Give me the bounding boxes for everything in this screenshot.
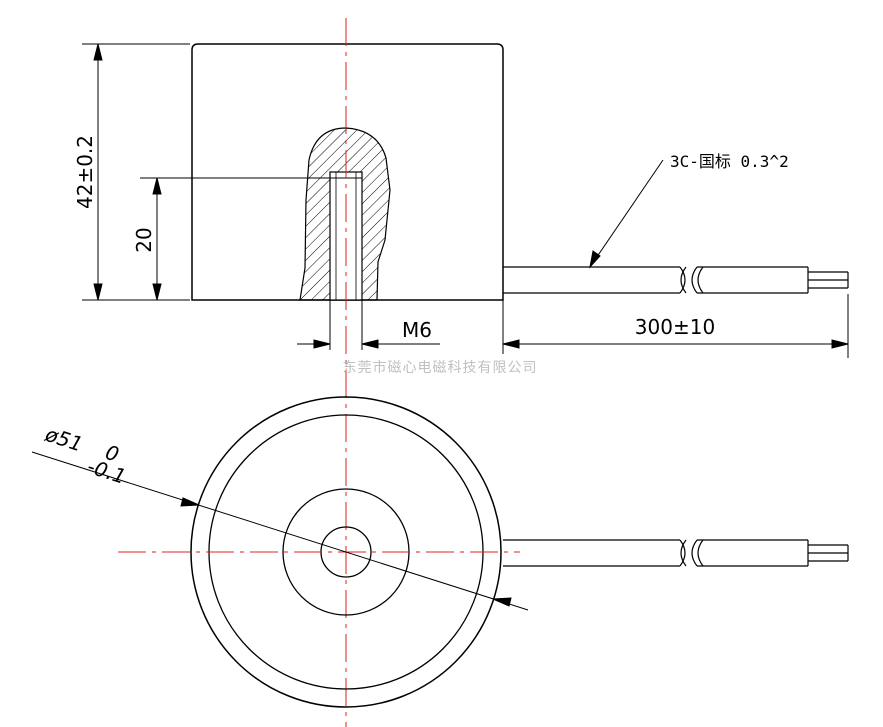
- lead-length-label: 300±10: [635, 315, 715, 339]
- depth-dimension: [140, 177, 330, 301]
- height-label: 42±0.2: [73, 135, 97, 209]
- magnet-body-outline: [191, 43, 504, 301]
- threaded-hole: [329, 171, 363, 301]
- thread-label: M6: [402, 318, 432, 342]
- diameter-leader: [31, 451, 529, 611]
- depth-label: 20: [132, 227, 156, 252]
- height-dimension: [82, 43, 190, 301]
- diameter-label: ø51: [42, 422, 86, 457]
- wire-label: 3C-国标 0.3^2: [670, 152, 789, 171]
- side-view: 42±0.2 20 M6 300±10: [73, 18, 849, 727]
- thread-dimension: [297, 300, 440, 350]
- wire-callout: [589, 159, 664, 269]
- top-view: ø51 0 -0.1: [31, 396, 849, 708]
- lead-length-dimension: [502, 294, 849, 358]
- diameter-tol-lower: -0.1: [84, 454, 129, 489]
- outer-circle: [190, 396, 502, 708]
- watermark: 东莞市磁心电磁科技有限公司: [343, 359, 538, 376]
- lead-wires-side: [503, 266, 849, 294]
- lead-wires-top: [503, 539, 849, 567]
